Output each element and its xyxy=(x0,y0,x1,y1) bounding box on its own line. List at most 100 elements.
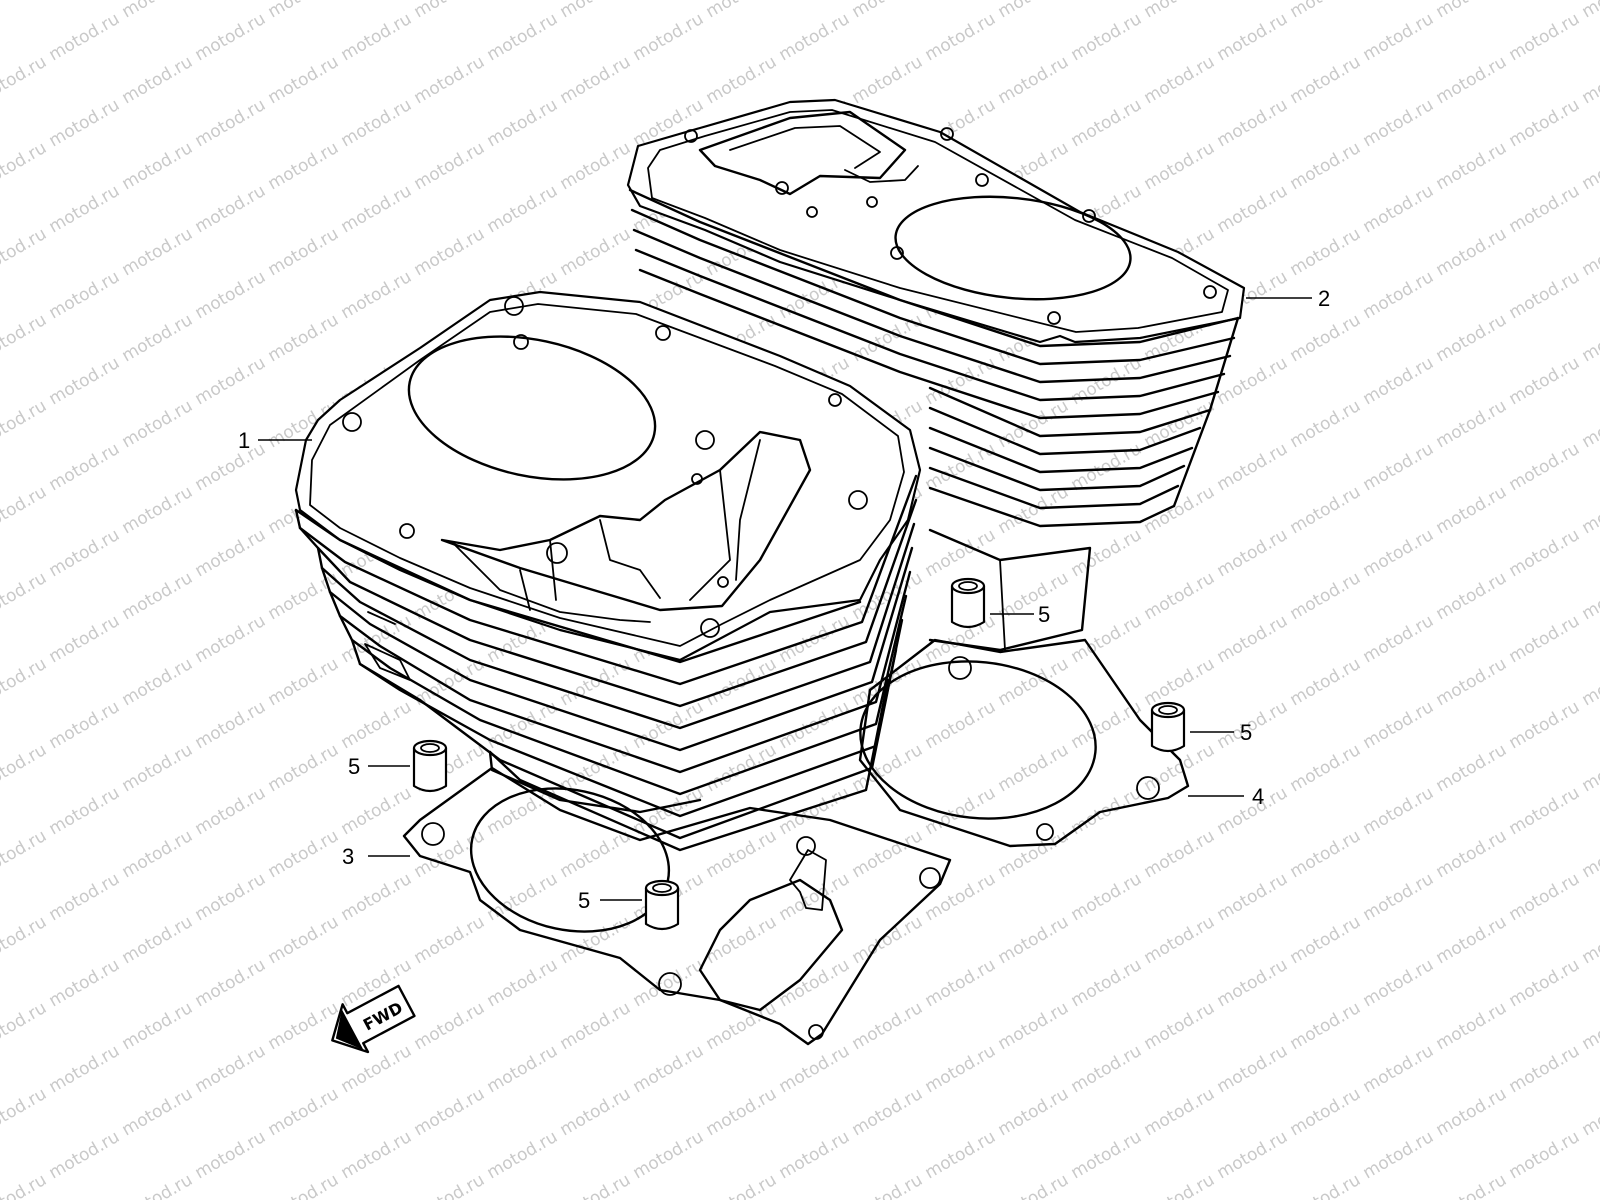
watermark-text: motod.ru xyxy=(703,740,781,796)
watermark-text: motod.ru xyxy=(776,869,854,925)
watermark-text: motod.ru xyxy=(630,955,708,1011)
watermark-text: motod.ru xyxy=(1214,697,1292,753)
watermark-text: motod.ru xyxy=(1214,525,1292,581)
watermark-text: motod.ru xyxy=(995,826,1073,882)
watermark-text: motod.ru xyxy=(0,912,50,968)
watermark-text: motod.ru xyxy=(1141,1084,1219,1140)
watermark-text: motod.ru xyxy=(119,1170,197,1200)
watermark-text: motod.ru xyxy=(338,181,416,237)
watermark-text: motod.ru xyxy=(1579,912,1600,968)
watermark-text: motod.ru xyxy=(995,0,1073,22)
watermark-text: motod.ru xyxy=(1068,955,1146,1011)
watermark-text: motod.ru xyxy=(849,826,927,882)
watermark-text: motod.ru xyxy=(630,1041,708,1097)
watermark-text: motod.ru xyxy=(1287,310,1365,366)
watermark-text: motod.ru xyxy=(1579,482,1600,538)
watermark-text: motod.ru xyxy=(119,740,197,796)
watermark-text: motod.ru xyxy=(1506,439,1584,495)
watermark-text: motod.ru xyxy=(192,783,270,839)
watermark-text: motod.ru xyxy=(1287,0,1365,22)
watermark-text: motod.ru xyxy=(119,912,197,968)
watermark-text: motod.ru xyxy=(557,654,635,710)
watermark-text: motod.ru xyxy=(484,9,562,65)
watermark-text: motod.ru xyxy=(411,138,489,194)
watermark-text: motod.ru xyxy=(0,1170,50,1200)
watermark-text: motod.ru xyxy=(1360,525,1438,581)
watermark-text: motod.ru xyxy=(1141,396,1219,452)
callout-5d-label: 5 xyxy=(578,888,590,913)
watermark-text: motod.ru xyxy=(557,138,635,194)
watermark-text: motod.ru xyxy=(995,568,1073,624)
watermark-text: motod.ru xyxy=(46,9,124,65)
watermark-text: motod.ru xyxy=(1360,783,1438,839)
watermark-text: motod.ru xyxy=(630,1127,708,1183)
watermark-text: motod.ru xyxy=(995,482,1073,538)
watermark-text: motod.ru xyxy=(411,912,489,968)
watermark-text: motod.ru xyxy=(46,525,124,581)
watermark-text: motod.ru xyxy=(922,697,1000,753)
watermark-text: motod.ru xyxy=(849,740,927,796)
watermark-text: motod.ru xyxy=(1214,955,1292,1011)
callout-5c-label: 5 xyxy=(348,754,360,779)
watermark-text: motod.ru xyxy=(1214,181,1292,237)
watermark-text: motod.ru xyxy=(995,1170,1073,1200)
watermark-text: motod.ru xyxy=(1287,396,1365,452)
watermark-text: motod.ru xyxy=(1506,1127,1584,1183)
watermark-text: motod.ru xyxy=(1068,1127,1146,1183)
watermark-text: motod.ru xyxy=(849,52,927,108)
watermark-text: motod.ru xyxy=(265,1170,343,1200)
watermark-text: motod.ru xyxy=(995,52,1073,108)
watermark-text: motod.ru xyxy=(703,0,781,22)
watermark-text: motod.ru xyxy=(265,912,343,968)
watermark-text: motod.ru xyxy=(1287,568,1365,624)
watermark-text: motod.ru xyxy=(1579,0,1600,22)
watermark-text: motod.ru xyxy=(46,1041,124,1097)
watermark-text: motod.ru xyxy=(46,611,124,667)
watermark-text: motod.ru xyxy=(411,1084,489,1140)
watermark-text: motod.ru xyxy=(0,138,50,194)
watermark-text: motod.ru xyxy=(0,1084,50,1140)
watermark-text: motod.ru xyxy=(1360,181,1438,237)
fwd-arrow-icon: FWD xyxy=(331,984,416,1054)
watermark-text: motod.ru xyxy=(1579,740,1600,796)
watermark-text: motod.ru xyxy=(1506,783,1584,839)
watermark-text: motod.ru xyxy=(703,826,781,882)
watermark-text: motod.ru xyxy=(119,568,197,624)
watermark-text: motod.ru xyxy=(557,998,635,1054)
callout-5a: 5 xyxy=(990,602,1050,627)
watermark-text: motod.ru xyxy=(1433,52,1511,108)
watermark-text: motod.ru xyxy=(1579,52,1600,108)
watermark-text: motod.ru xyxy=(995,740,1073,796)
watermark-text: motod.ru xyxy=(1141,654,1219,710)
watermark-text: motod.ru xyxy=(1360,353,1438,409)
watermark-text: motod.ru xyxy=(1287,912,1365,968)
watermark-text: motod.ru xyxy=(557,224,635,280)
watermark-text: motod.ru xyxy=(922,869,1000,925)
watermark-text: motod.ru xyxy=(1433,740,1511,796)
watermark-text: motod.ru xyxy=(46,95,124,151)
watermark-text: motod.ru xyxy=(1579,224,1600,280)
callout-2-label: 2 xyxy=(1318,286,1330,311)
watermark-text: motod.ru xyxy=(1360,697,1438,753)
watermark-text: motod.ru xyxy=(1360,439,1438,495)
watermark-text: motod.ru xyxy=(0,52,50,108)
watermark-text: motod.ru xyxy=(119,482,197,538)
watermark-text: motod.ru xyxy=(1433,1170,1511,1200)
rear-base-gasket xyxy=(858,638,1190,848)
watermark-text: motod.ru xyxy=(192,9,270,65)
watermark-text: motod.ru xyxy=(484,95,562,151)
watermark-text: motod.ru xyxy=(192,95,270,151)
watermark-text: motod.ru xyxy=(1141,998,1219,1054)
callout-1-label: 1 xyxy=(238,428,250,453)
watermark-text: motod.ru xyxy=(1360,611,1438,667)
watermark-text: motod.ru xyxy=(411,1170,489,1200)
watermark-text: motod.ru xyxy=(338,9,416,65)
callout-1: 1 xyxy=(238,428,312,453)
watermark-text: motod.ru xyxy=(119,1084,197,1140)
watermark-text: motod.ru xyxy=(0,740,50,796)
watermark-text: motod.ru xyxy=(265,138,343,194)
watermark-text: motod.ru xyxy=(557,52,635,108)
watermark-text: motod.ru xyxy=(1506,95,1584,151)
watermark-text: motod.ru xyxy=(1433,826,1511,882)
watermark-text: motod.ru xyxy=(119,0,197,22)
